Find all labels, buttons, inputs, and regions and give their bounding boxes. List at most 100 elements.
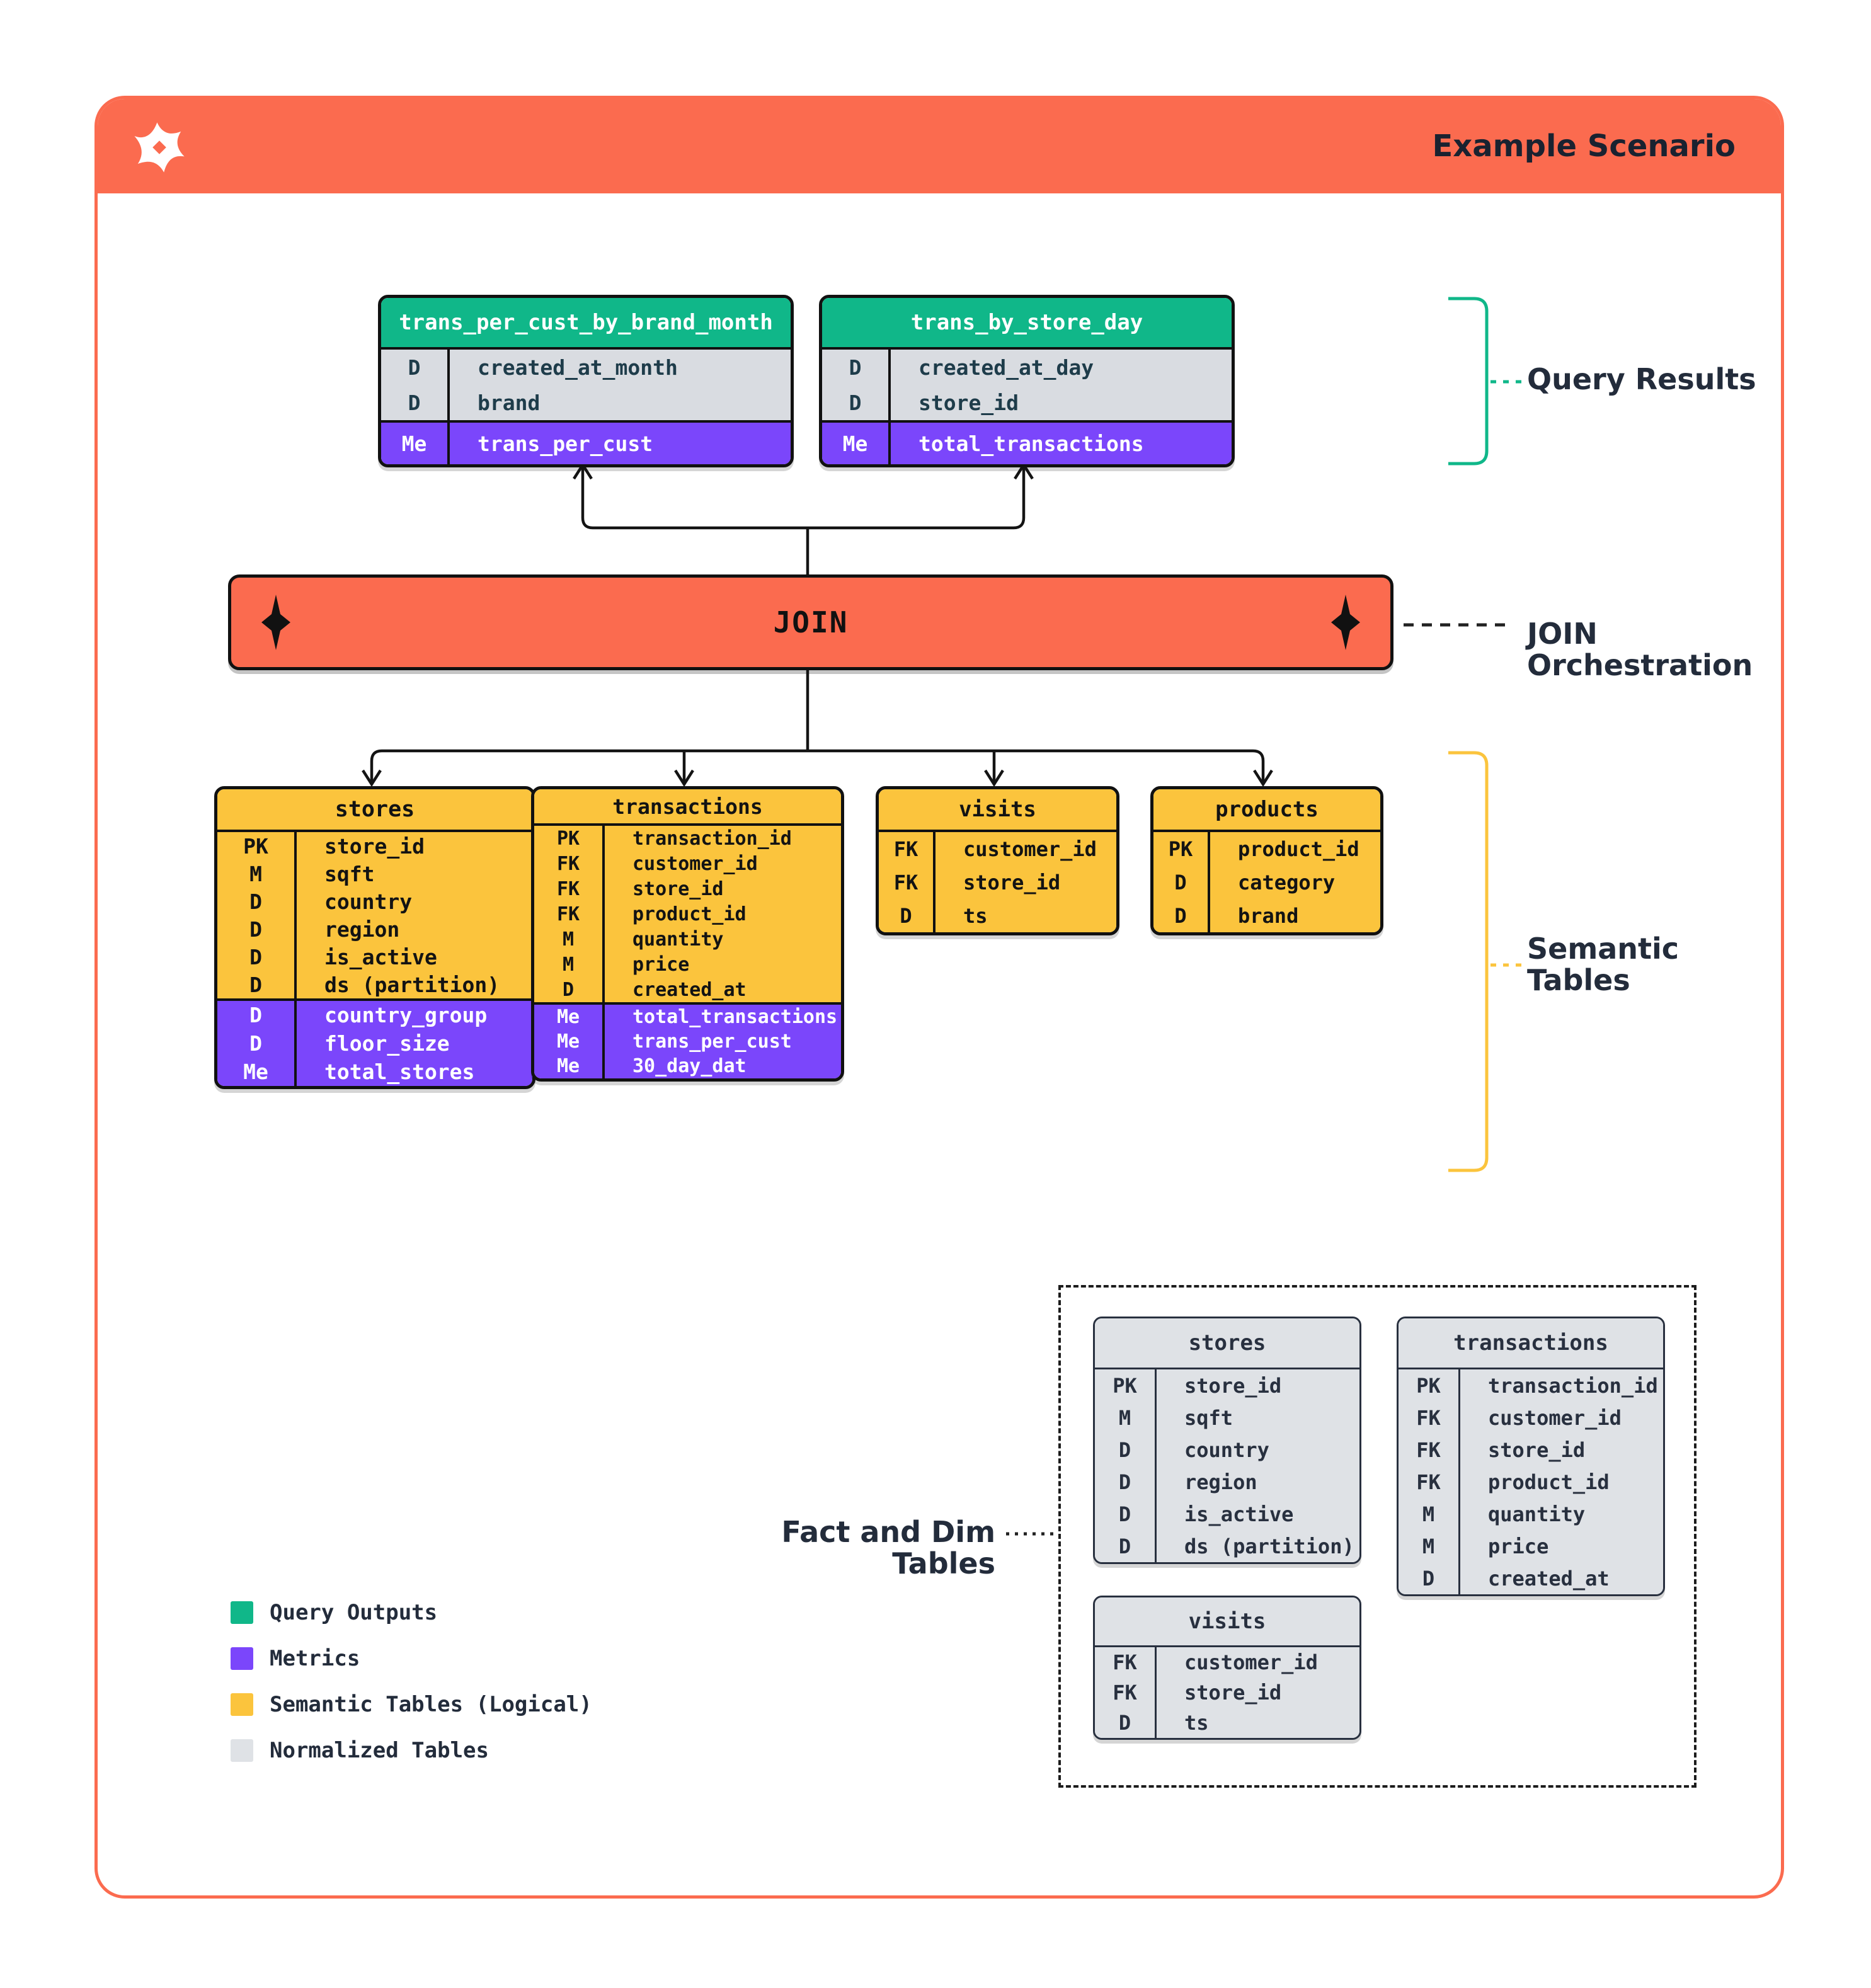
column-name: ts: [963, 903, 988, 928]
card-header-band: Example Scenario: [98, 99, 1781, 193]
column-name: trans_per_cust: [478, 431, 653, 456]
column-name: quantity: [1488, 1502, 1586, 1526]
column-badge: D: [217, 971, 297, 998]
column-badge: D: [1153, 865, 1210, 899]
column-badge: D: [217, 888, 297, 915]
column-badge: Me: [534, 1005, 605, 1029]
pinwheel-x-logo: [134, 122, 185, 173]
column-badge: Me: [217, 1058, 297, 1086]
column-badge: M: [1399, 1498, 1460, 1530]
table-row: Me total_transactions: [534, 1005, 841, 1029]
legend-item: Metrics: [231, 1635, 592, 1681]
join-bar: JOIN: [228, 574, 1393, 670]
column-name: is_active: [324, 944, 437, 969]
column-name: trans_per_cust: [632, 1031, 792, 1053]
legend-label: Metrics: [270, 1645, 360, 1671]
column-badge: D: [381, 350, 450, 385]
column-badge: D: [217, 915, 297, 943]
normalized-tables-swatch-icon: [231, 1739, 253, 1762]
column-badge: M: [534, 952, 605, 977]
column-badge: Me: [534, 1054, 605, 1078]
column-badge: D: [1095, 1434, 1157, 1466]
column-badge: M: [1399, 1530, 1460, 1562]
column-name: region: [1184, 1470, 1257, 1494]
four-point-star-icon: [1331, 595, 1360, 650]
legend: Query Outputs Metrics Semantic Tables (L…: [231, 1589, 592, 1773]
column-badge: PK: [1095, 1369, 1157, 1402]
table-title: stores: [1095, 1318, 1359, 1368]
column-name: customer_id: [963, 837, 1097, 861]
join-orchestration-label: JOIN Orchestration: [1527, 617, 1753, 682]
column-name: country: [324, 889, 413, 914]
column-badge: FK: [1399, 1402, 1460, 1434]
column-badge: FK: [534, 851, 605, 876]
column-badge: D: [217, 1029, 297, 1058]
column-name: ts: [1184, 1711, 1209, 1735]
table-row: FK customer_id: [1399, 1402, 1663, 1434]
column-badge: FK: [879, 865, 936, 899]
column-name: total_transactions: [632, 1006, 838, 1028]
column-name: price: [632, 953, 690, 976]
column-name: store_id: [1488, 1437, 1586, 1462]
semantic-tables-label: Semantic Tables: [1527, 932, 1679, 997]
column-badge: D: [1095, 1498, 1157, 1530]
column-badge: FK: [534, 876, 605, 901]
table-title: trans_per_cust_by_brand_month: [381, 298, 791, 347]
semantic-tables-swatch-icon: [231, 1693, 253, 1716]
column-name: customer_id: [1488, 1405, 1622, 1430]
query-outputs-swatch-icon: [231, 1601, 253, 1624]
column-name: store_id: [1184, 1681, 1282, 1705]
column-badge: D: [879, 899, 936, 932]
column-name: product_id: [1488, 1470, 1610, 1494]
query-results-label: Query Results: [1527, 362, 1756, 396]
table-row: FK customer_id: [879, 832, 1116, 865]
column-badge: FK: [879, 832, 936, 865]
column-badge: PK: [534, 826, 605, 851]
column-badge: D: [381, 385, 450, 420]
fact-dim-tables-box: [1058, 1285, 1696, 1788]
table-title: transactions: [534, 789, 841, 823]
metrics-swatch-icon: [231, 1647, 253, 1670]
column-name: customer_id: [632, 852, 758, 875]
column-name: sqft: [324, 861, 375, 886]
column-name: quantity: [632, 928, 724, 951]
column-badge: FK: [1399, 1434, 1460, 1466]
column-badge: D: [1095, 1708, 1157, 1738]
column-badge: FK: [534, 901, 605, 927]
column-name: product_id: [1238, 837, 1359, 861]
column-name: product_id: [632, 903, 747, 925]
